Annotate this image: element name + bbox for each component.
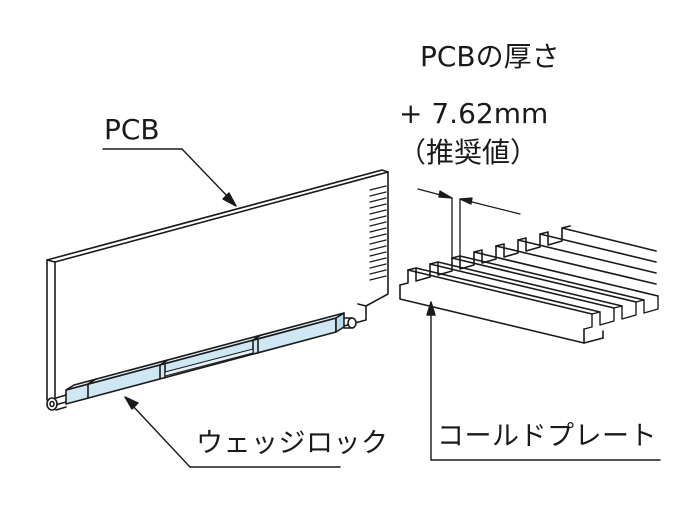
cold-plate-leader: [426, 301, 661, 461]
pcb-board: [46, 169, 389, 406]
cold-plate-label: コールドプレート: [437, 421, 657, 452]
pcb-edge-connector: [369, 185, 387, 281]
wedge-lock-label: ウェッジロック: [196, 428, 389, 459]
wedge-lock: [46, 312, 357, 411]
pcb-label: PCB: [104, 113, 160, 146]
thickness-label-line3: （推奨値）: [398, 136, 539, 169]
wedge-lock-leader: [124, 396, 341, 468]
cold-plate: [399, 225, 659, 344]
pcb-leader: [102, 148, 237, 207]
thickness-label-line1: PCBの厚さ: [420, 40, 560, 73]
thickness-label-line2: + 7.62mm: [399, 97, 549, 130]
thickness-dimension: [417, 188, 521, 261]
